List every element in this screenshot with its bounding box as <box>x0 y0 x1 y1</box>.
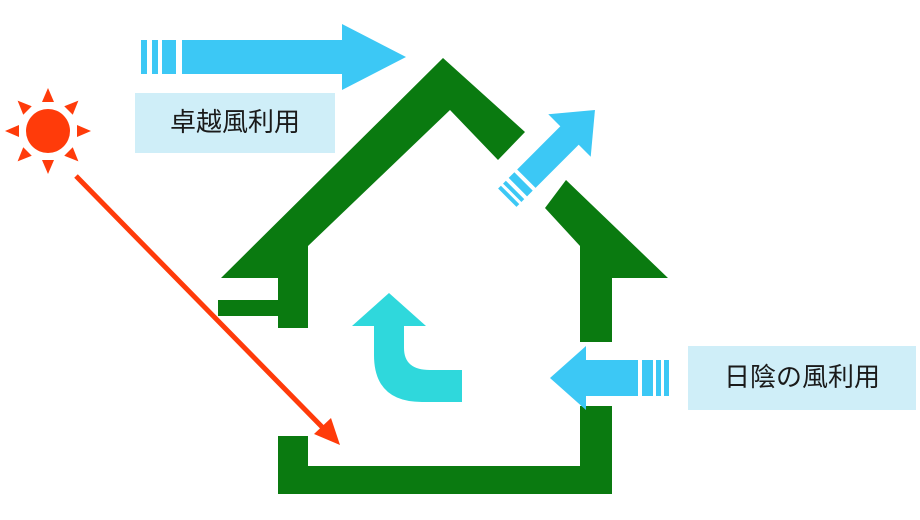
prevailing-wind-label: 卓越風利用 <box>135 93 335 153</box>
shade-wind-label: 日陰の風利用 <box>688 346 916 410</box>
left-vent <box>218 300 280 316</box>
right-wall-upper <box>580 270 612 342</box>
left-wall-upper <box>278 246 308 328</box>
wind-arrow-up-right-icon <box>498 110 595 207</box>
sun-icon <box>5 88 91 174</box>
roof-left <box>221 58 525 278</box>
roof-right <box>545 180 668 286</box>
wind-arrow-right-icon <box>141 24 406 90</box>
wind-arrow-left-icon <box>550 346 669 410</box>
sun-ray-arrow-icon <box>74 174 340 445</box>
curved-arrow-up-icon <box>352 293 462 402</box>
floor <box>278 466 612 494</box>
house-structure <box>218 58 668 494</box>
